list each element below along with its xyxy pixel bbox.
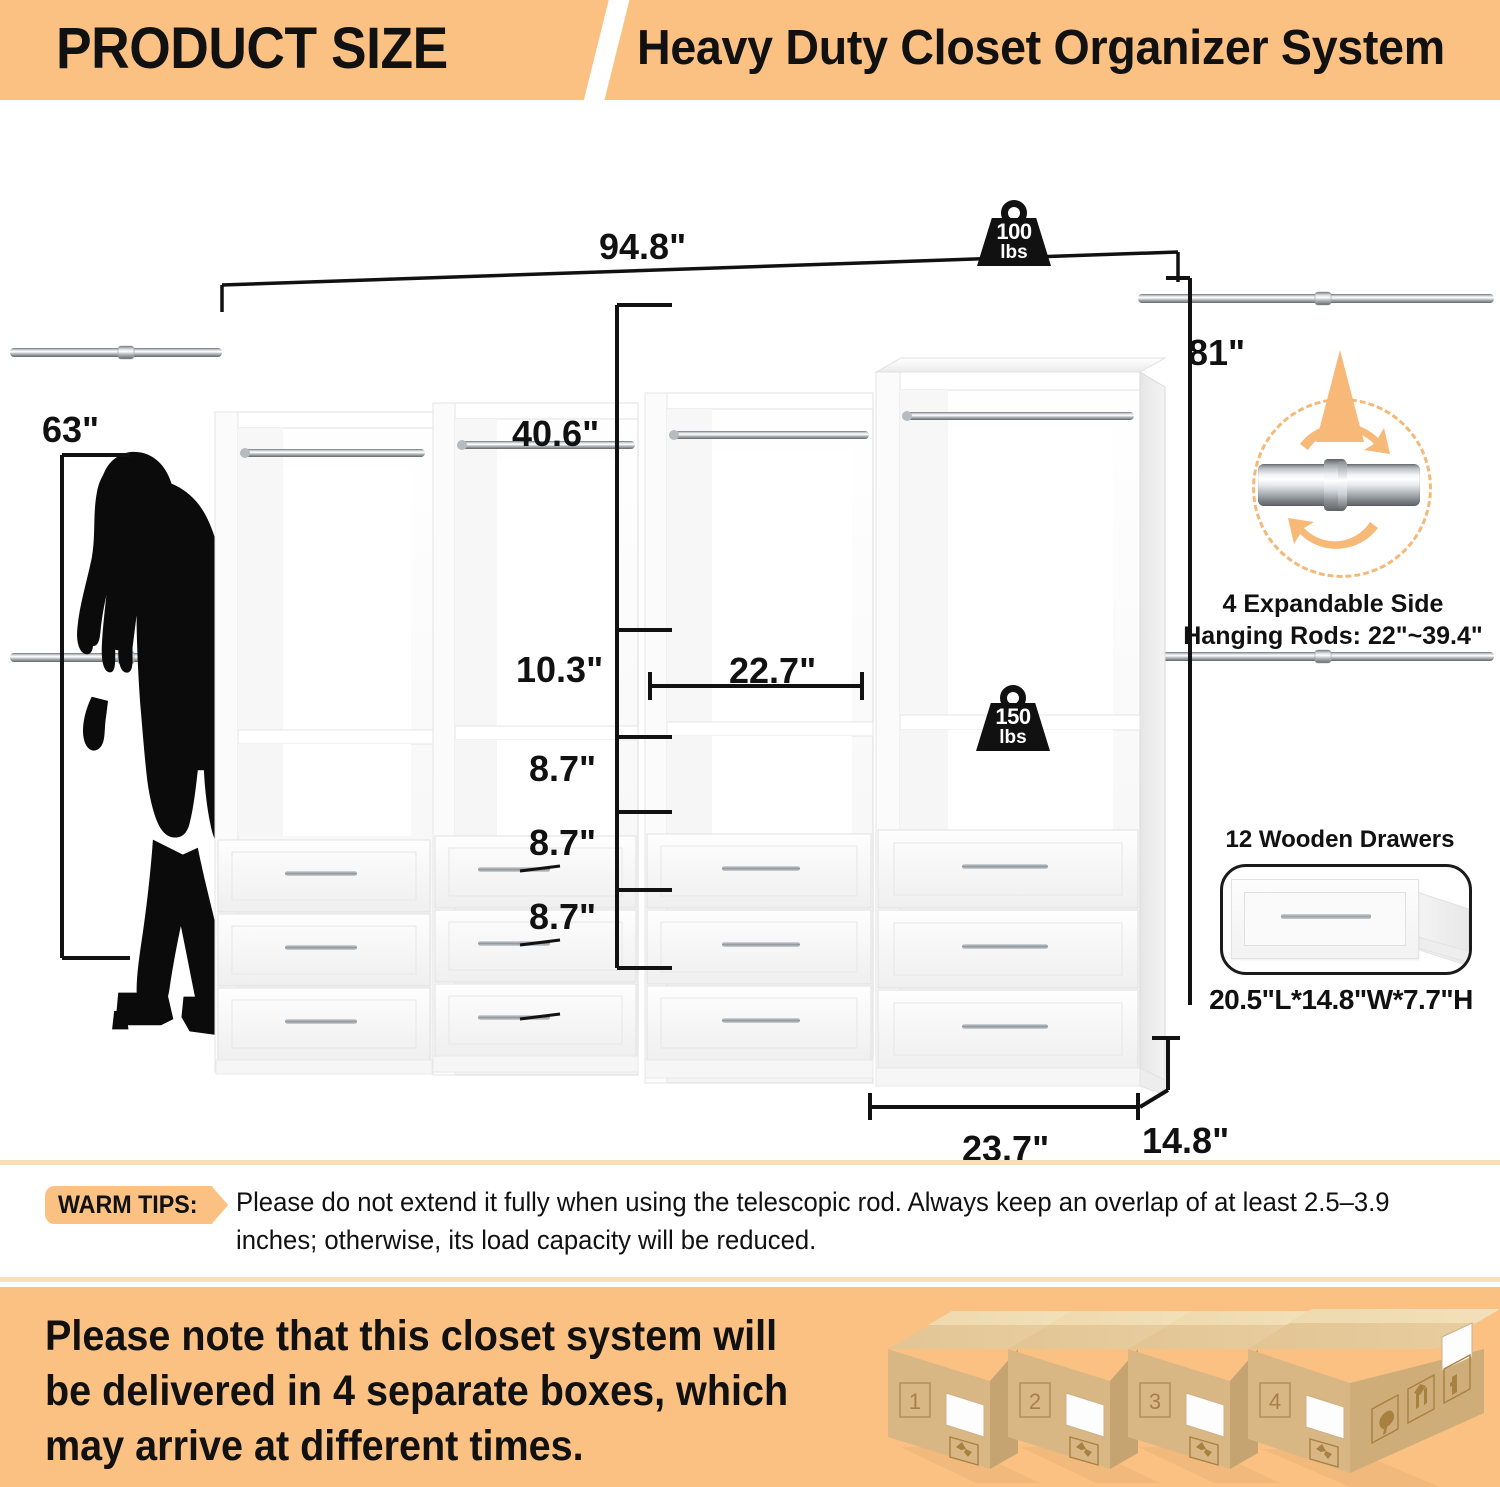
dimension-label-height: 81" [1188, 332, 1246, 373]
dimension-label-shelf-height: 10.3" [516, 649, 604, 690]
drawer-feature-dimensions: 20.5"L*14.8"W*7.7"H [1209, 984, 1473, 1015]
rotation-circle-icon [1252, 398, 1432, 578]
drawer-feature-title: 12 Wooden Drawers [1225, 826, 1455, 853]
shipping-box-1: 1 [888, 1311, 1082, 1469]
rotation-arrows-icon [1288, 423, 1390, 549]
shipping-box-4: 4 [1248, 1309, 1500, 1473]
handling-symbols-icon [1371, 1353, 1471, 1445]
weight-badge-150lbs: 150 lbs [976, 685, 1050, 751]
drawer-illustration [1220, 864, 1472, 975]
dimension-line-base-width [868, 1093, 1140, 1120]
weight-body: 150 lbs [976, 703, 1050, 751]
box-number: 4 [1269, 1389, 1281, 1414]
box-number: 2 [1029, 1389, 1041, 1414]
weight-value: 150 [995, 704, 1031, 730]
page-title: PRODUCT SIZE [56, 16, 448, 81]
wooden-drawer-feature: 12 Wooden Drawers 20.5"L*14.8"W*7.7"H [1190, 826, 1500, 1026]
warm-tips-badge: WARM TIPS: [45, 1186, 229, 1224]
dimension-line-22-7 [648, 672, 864, 700]
shipping-notice-banner: Please note that this closet system will… [0, 1287, 1500, 1487]
rod-feature-caption: 4 Expandable Side Hanging Rods: 22"~39.4… [1168, 588, 1498, 652]
dimension-line-63in [60, 453, 130, 960]
product-name-title: Heavy Duty Closet Organizer System [637, 21, 1445, 75]
header-divider-slash [581, 0, 631, 100]
weight-body: 100 lbs [977, 218, 1051, 266]
dimension-label-hanging-height: 40.6" [512, 413, 600, 454]
dimension-label-person-height: 63" [42, 409, 100, 450]
left-side-hanging-rod-upper [10, 345, 222, 360]
rod-caption-line1: 4 Expandable Side [1222, 590, 1444, 618]
dimension-label-drawer-2: 8.7" [529, 822, 597, 863]
weight-badge-100lbs: 100 lbs [977, 200, 1051, 266]
shipping-boxes-illustration: 1 2 [888, 1309, 1500, 1487]
dimension-label-shelf-width: 22.7" [729, 650, 817, 691]
weight-unit: lbs [999, 726, 1027, 748]
drawer-handle-icon [1281, 914, 1371, 919]
warm-tips-line2: inches; otherwise, its load capacity wil… [236, 1225, 817, 1256]
rod-collar [1338, 461, 1347, 509]
box-number: 1 [909, 1389, 921, 1414]
shipping-notice-line1: Please note that this closet system will [45, 1312, 778, 1360]
right-side-hanging-rod-upper [1138, 291, 1494, 306]
warm-tips-text: Please do not extend it fully when using… [236, 1183, 1414, 1260]
rod-caption-line2: Hanging Rods: 22"~39.4" [1183, 622, 1483, 650]
weight-unit: lbs [1000, 241, 1028, 263]
drawer-front-face [1231, 879, 1419, 959]
dimension-label-drawer-3: 8.7" [529, 896, 597, 937]
dimension-label-depth: 14.8" [1142, 1120, 1230, 1161]
warm-tips-line1: Please do not extend it fully when using… [236, 1187, 1390, 1217]
expandable-rod-feature [1252, 350, 1432, 578]
dimension-chain-vertical [615, 303, 672, 970]
drawer-stack-tower-4 [875, 829, 1166, 1096]
drawer-stack-tower-3 [644, 833, 874, 1079]
warm-tips-section: WARM TIPS: Please do not extend it fully… [0, 1160, 1500, 1282]
dimension-label-drawer-1: 8.7" [529, 748, 597, 789]
shipping-notice-line3: may arrive at different times. [45, 1422, 584, 1471]
dimension-leader-ticks [519, 864, 561, 1021]
product-diagram: 94.8" 81" 63" 40.6" 10.3" 22.7" 8.7" 8.7… [0, 100, 1500, 1169]
dimension-line-depth [1138, 1036, 1180, 1109]
diagram-graphics [10, 250, 1494, 1120]
dimension-label-width: 94.8" [599, 226, 687, 267]
drawer-stack-tower-2 [432, 835, 639, 1073]
shipping-notice-line2: be delivered in 4 separate boxes, which [45, 1367, 789, 1416]
dimension-line-height-81 [1166, 276, 1192, 1005]
drawer-stack-tower-1 [215, 839, 433, 1075]
box-number: 3 [1149, 1389, 1161, 1414]
shipping-notice-text: Please note that this closet system will… [45, 1309, 818, 1474]
weight-value: 100 [996, 219, 1032, 245]
header-banner: PRODUCT SIZE Heavy Duty Closet Organizer… [0, 0, 1500, 100]
right-side-hanging-rod-lower [1138, 649, 1494, 664]
shipping-box-2: 2 [1008, 1311, 1202, 1469]
